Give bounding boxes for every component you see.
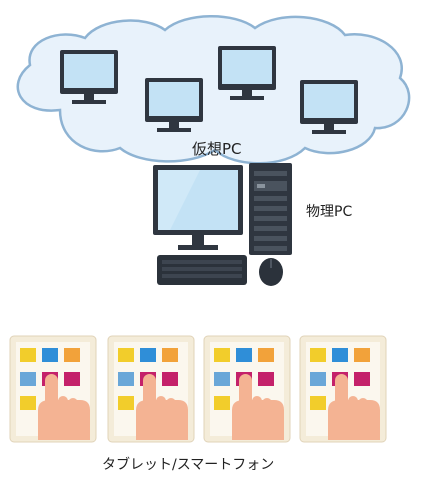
desktop-tower-icon <box>249 163 292 255</box>
monitor-icon <box>300 80 358 134</box>
tablets <box>9 335 387 443</box>
mouse-icon <box>259 258 283 286</box>
tablet-icon <box>9 335 97 443</box>
tablet-icon <box>203 335 291 443</box>
pointing-hand-icon <box>136 374 188 440</box>
monitor-icon <box>153 165 243 250</box>
monitor-icon <box>218 46 276 100</box>
devices-label: タブレット/スマートフォン <box>102 457 275 473</box>
tablet-icon <box>299 335 387 443</box>
physical-pc-label: 物理PC <box>306 204 353 220</box>
virtual-pc-label: 仮想PC <box>192 140 242 158</box>
monitor-icon <box>145 78 203 132</box>
pointing-hand-icon <box>38 374 90 440</box>
pointing-hand-icon <box>328 374 380 440</box>
monitor-icon <box>60 50 118 104</box>
physical-pc <box>153 163 292 286</box>
tablet-icon <box>107 335 195 443</box>
keyboard-icon <box>157 255 247 285</box>
pointing-hand-icon <box>232 374 284 440</box>
